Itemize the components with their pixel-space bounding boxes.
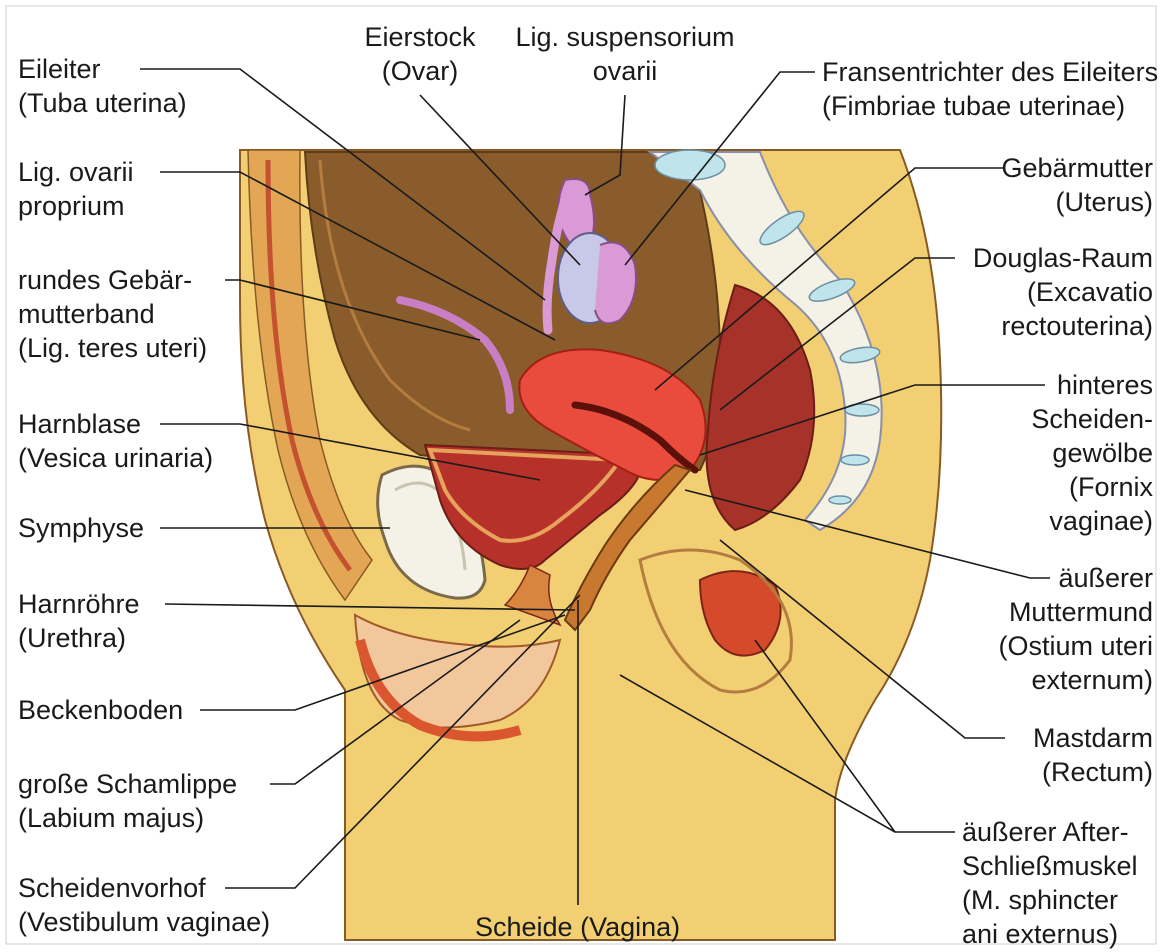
label-harnblase-line2: (Vesica urinaria) [18,441,213,475]
label-eileiter-line1: Eileiter [18,52,187,86]
label-muttermund-line3: (Ostium uteri [998,629,1153,663]
label-douglas-line2: (Excavatio [973,275,1153,309]
label-fornix: hinteres Scheiden- gewölbe (Fornix vagin… [1031,368,1153,538]
label-eileiter-line2: (Tuba uterina) [18,86,187,120]
label-rundes-line3: (Lig. teres uteri) [18,331,207,365]
label-vorhof: Scheidenvorhof (Vestibulum vaginae) [18,871,270,939]
label-lig-ovarii-line1: Lig. ovarii [18,155,134,189]
label-eierstock-line2: (Ovar) [355,54,485,88]
label-muttermund: äußerer Muttermund (Ostium uteri externu… [998,561,1153,697]
label-lig-ovarii: Lig. ovarii proprium [18,155,134,223]
label-rundes-line1: rundes Gebär- [18,263,207,297]
label-harnblase-line1: Harnblase [18,407,213,441]
label-harnblase: Harnblase (Vesica urinaria) [18,407,213,475]
label-rundes: rundes Gebär- mutterband (Lig. teres ute… [18,263,207,365]
label-fornix-line4: (Fornix [1031,470,1153,504]
label-douglas: Douglas-Raum (Excavatio rectouterina) [973,241,1153,343]
label-fransen-line2: (Fimbriae tubae uterinae) [822,89,1158,123]
label-sphincter-line4: ani externus) [962,917,1138,951]
label-harnroehre-line1: Harnröhre [18,587,140,621]
label-douglas-line3: rectouterina) [973,309,1153,343]
label-mastdarm-line2: (Rectum) [1033,755,1153,789]
label-lig-susp: Lig. suspensorium ovarii [505,20,745,88]
label-schamlippe-line2: (Labium majus) [18,801,237,835]
label-sphincter-line2: Schließmuskel [962,849,1138,883]
label-uterus-line1: Gebärmutter [1001,151,1153,185]
label-schamlippe-line1: große Schamlippe [18,767,237,801]
label-fornix-line2: Scheiden- [1031,402,1153,436]
label-muttermund-line4: externum) [998,663,1153,697]
label-scheide: Scheide (Vagina) [475,910,680,944]
label-rundes-line2: mutterband [18,297,207,331]
label-mastdarm: Mastdarm (Rectum) [1033,721,1153,789]
label-sphincter-line1: äußerer After- [962,815,1138,849]
label-fransen-line1: Fransentrichter des Eileiters [822,55,1158,89]
label-eierstock-line1: Eierstock [355,20,485,54]
label-sphincter: äußerer After- Schließmuskel (M. sphinct… [962,815,1138,951]
label-symphyse: Symphyse [18,511,144,545]
label-lig-susp-line2: ovarii [505,54,745,88]
label-symphyse-line1: Symphyse [18,511,144,545]
label-muttermund-line2: Muttermund [998,595,1153,629]
label-mastdarm-line1: Mastdarm [1033,721,1153,755]
label-fornix-line1: hinteres [1031,368,1153,402]
label-uterus: Gebärmutter (Uterus) [1001,151,1153,219]
label-schamlippe: große Schamlippe (Labium majus) [18,767,237,835]
label-harnroehre: Harnröhre (Urethra) [18,587,140,655]
label-sphincter-line3: (M. sphincter [962,883,1138,917]
label-lig-susp-line1: Lig. suspensorium [505,20,745,54]
label-douglas-line1: Douglas-Raum [973,241,1153,275]
label-uterus-line2: (Uterus) [1001,185,1153,219]
label-eierstock: Eierstock (Ovar) [355,20,485,88]
label-fornix-line5: vaginae) [1031,504,1153,538]
label-fornix-line3: gewölbe [1031,436,1153,470]
label-vorhof-line2: (Vestibulum vaginae) [18,905,270,939]
label-scheide-line1: Scheide (Vagina) [475,910,680,944]
label-lig-ovarii-line2: proprium [18,189,134,223]
label-vorhof-line1: Scheidenvorhof [18,871,270,905]
label-muttermund-line1: äußerer [998,561,1153,595]
label-eileiter: Eileiter (Tuba uterina) [18,52,187,120]
label-harnroehre-line2: (Urethra) [18,621,140,655]
label-fransen: Fransentrichter des Eileiters (Fimbriae … [822,55,1158,123]
label-beckenboden-line1: Beckenboden [18,693,183,727]
label-beckenboden: Beckenboden [18,693,183,727]
